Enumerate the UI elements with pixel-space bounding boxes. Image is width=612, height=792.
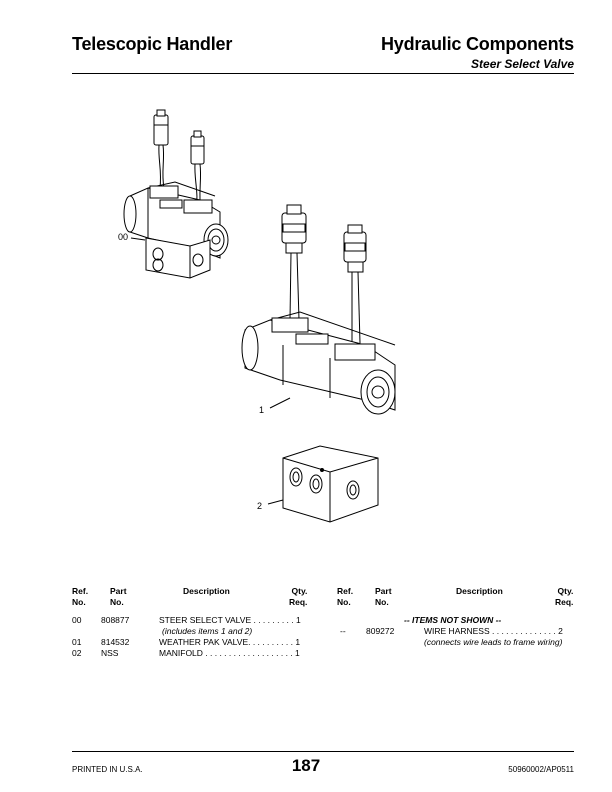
document-title-right: Hydraulic Components	[380, 34, 574, 54]
row-part: NSS	[101, 648, 119, 658]
row-ref: 00	[72, 615, 82, 625]
row-description: MANIFOLD . . . . . . . . . . . . . . . .…	[159, 648, 300, 658]
col-header-qty: Qty.Req.	[289, 586, 308, 607]
row-part: 814532	[101, 637, 130, 647]
section-subtitle: Steer Select Valve	[471, 57, 574, 71]
document-code: 50960002/AP0511	[508, 765, 574, 774]
printed-in-usa: PRINTED IN U.S.A.	[72, 765, 143, 774]
header-rule	[72, 73, 574, 74]
row-ref: 02	[72, 648, 82, 658]
page-number: 187	[291, 756, 321, 775]
assembled-valve-drawing	[123, 109, 229, 279]
row-note: (connects wire leads to frame wiring)	[424, 637, 563, 647]
document-title-left: Telescopic Handler	[72, 34, 233, 54]
manifold-drawing	[267, 445, 379, 523]
col-header-qty-right: Qty.Req.	[555, 586, 574, 607]
items-not-shown-heading: -- ITEMS NOT SHOWN --	[404, 615, 502, 625]
callout-1: 1	[259, 405, 265, 415]
callout-2: 2	[257, 501, 263, 511]
callout-00: 00	[118, 232, 129, 242]
row-note: (includes items 1 and 2)	[162, 626, 253, 636]
row-description: STEER SELECT VALVE . . . . . . . . . 1	[159, 615, 301, 625]
row-description: WEATHER PAK VALVE. . . . . . . . . . 1	[159, 637, 301, 647]
row-ref: --	[340, 626, 346, 636]
col-header-ref: Ref.No.	[72, 586, 89, 607]
row-part: 808877	[101, 615, 130, 625]
footer-rule	[72, 751, 574, 752]
col-header-description-right: Description	[456, 586, 503, 596]
row-description: WIRE HARNESS . . . . . . . . . . . . . .…	[424, 626, 563, 636]
row-part: 809272	[366, 626, 395, 636]
col-header-ref-right: Ref.No.	[337, 586, 354, 607]
row-ref: 01	[72, 637, 82, 647]
weather-pak-valve-drawing	[241, 204, 396, 415]
col-header-description: Description	[183, 586, 230, 596]
